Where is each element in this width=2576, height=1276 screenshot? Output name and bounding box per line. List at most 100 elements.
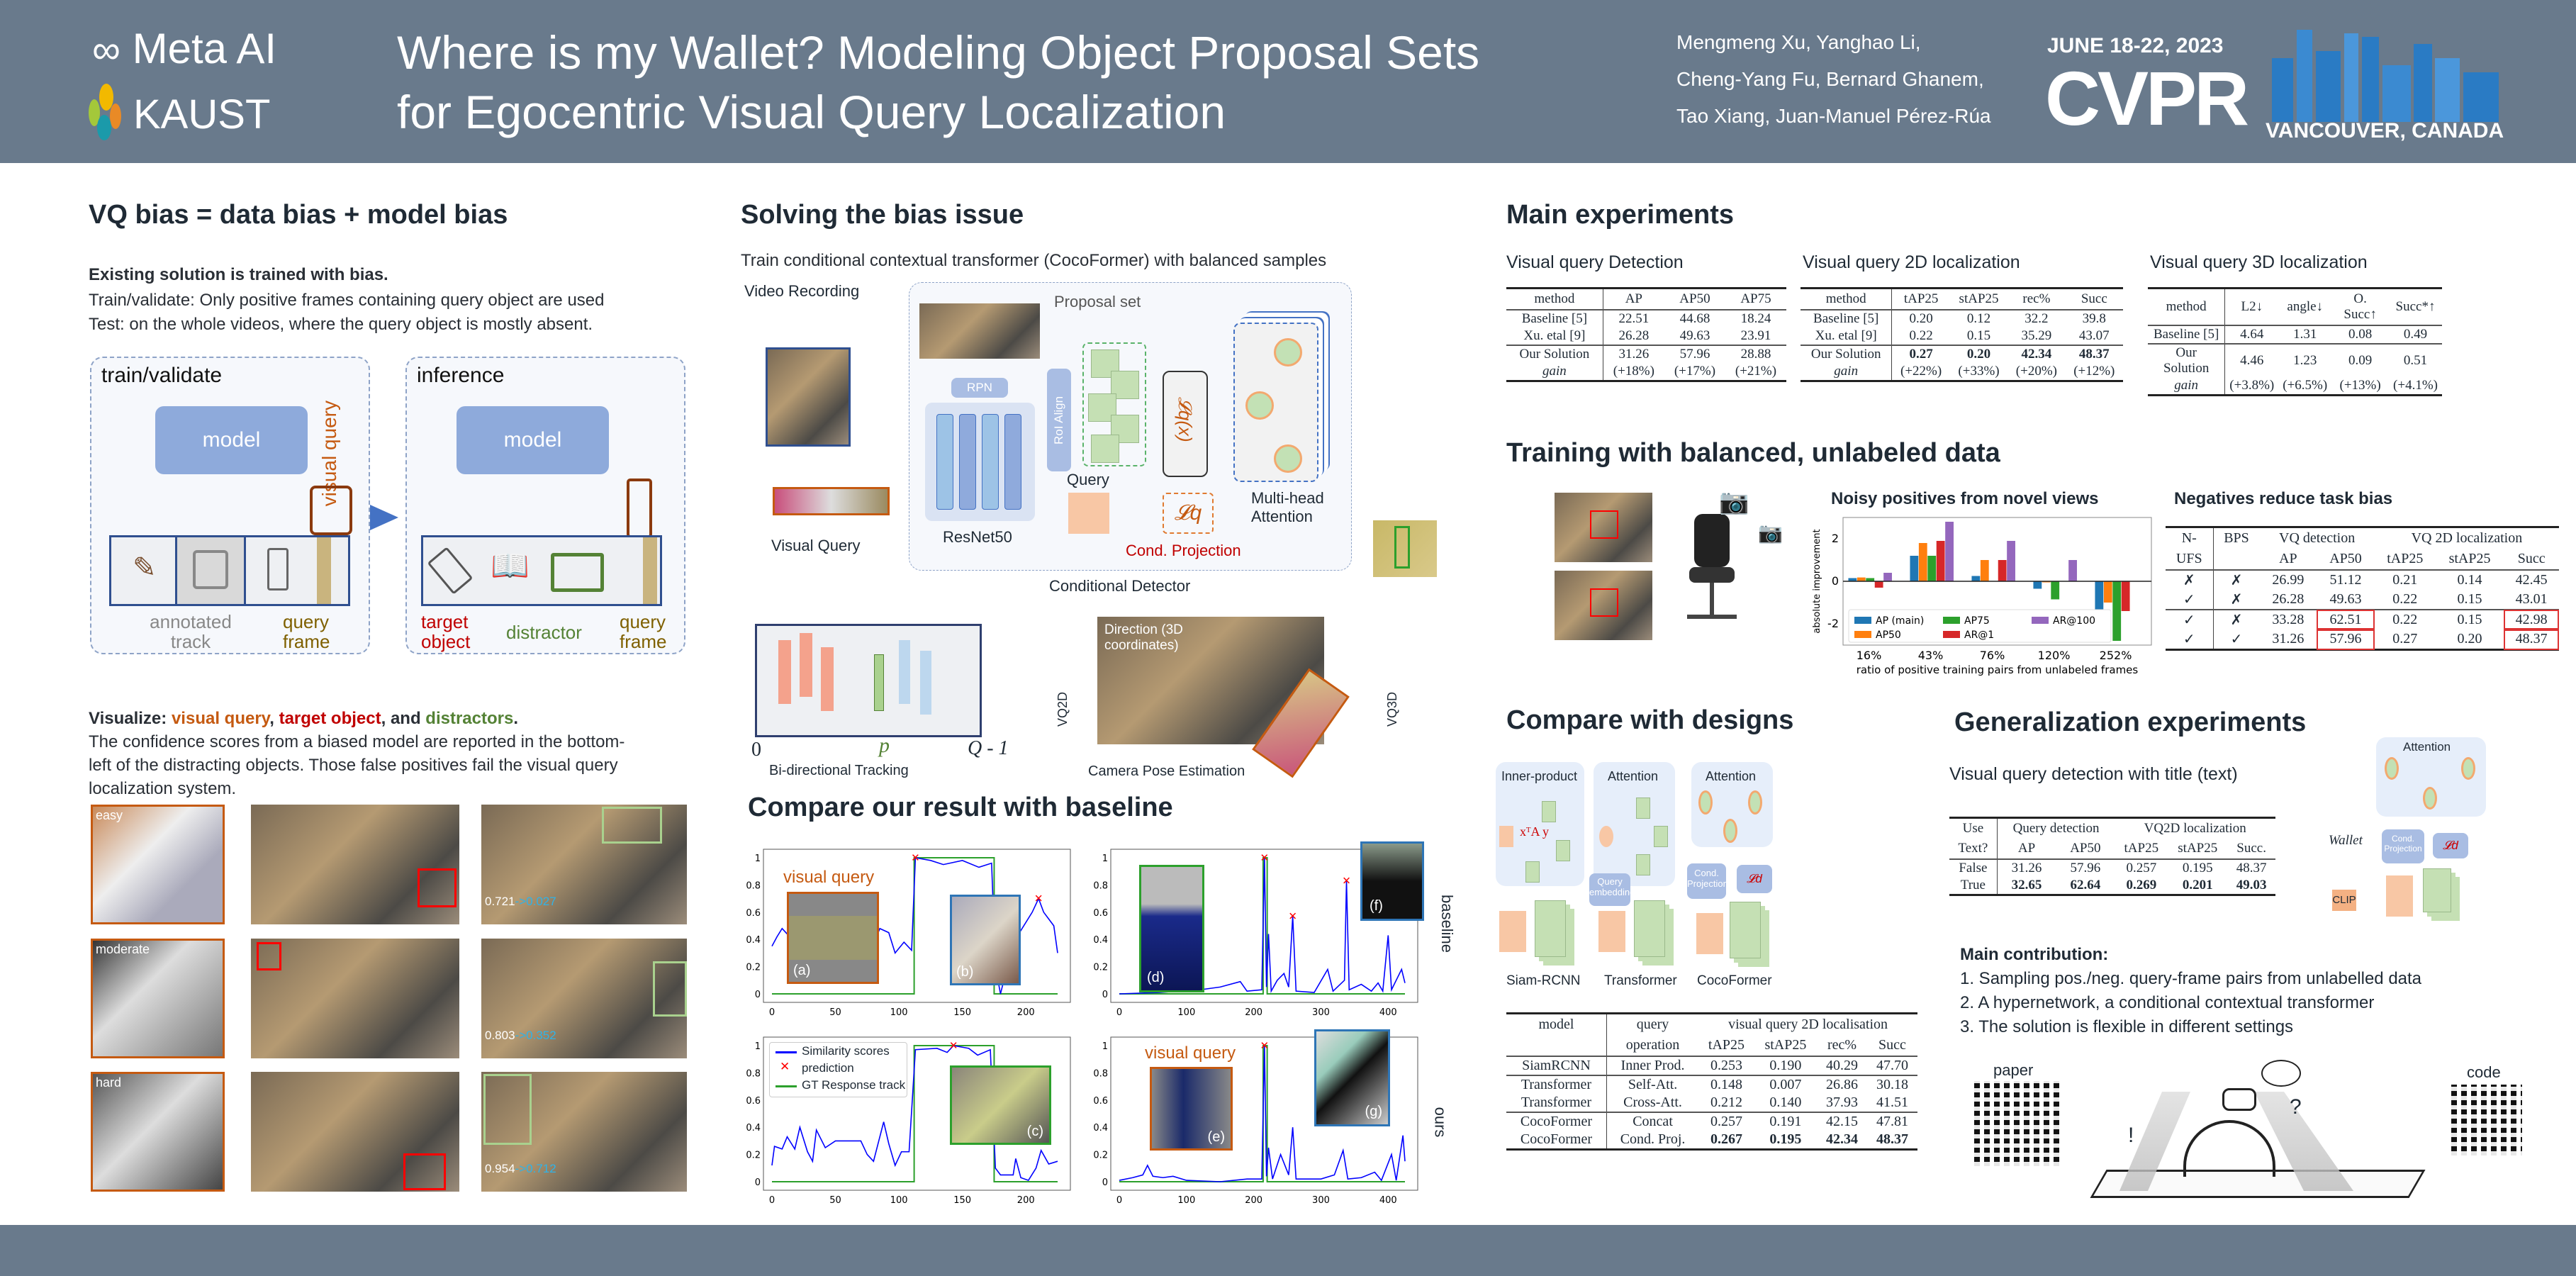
legend-swatch xyxy=(1854,617,1871,624)
table-header: AP50 xyxy=(1664,288,1725,310)
frames-stack-icon xyxy=(1730,902,1761,958)
table-cell: 26.86 xyxy=(1817,1075,1867,1094)
y-tick-label: 0.2 xyxy=(1093,1151,1108,1161)
y-tick-label: 0 xyxy=(1102,990,1108,1000)
table-cell: 47.70 xyxy=(1876,1058,1908,1073)
table-cell: 0.190 xyxy=(1769,1058,1802,1073)
table-cell: ✗ xyxy=(2230,573,2243,588)
table-cell: (+4.1%) xyxy=(2393,378,2438,393)
bar xyxy=(1866,578,1875,581)
table-cell: 18.24 xyxy=(1740,311,1771,326)
table-header: stAP25 xyxy=(2435,549,2504,571)
table-cell: (+33%) xyxy=(1958,364,2000,379)
table-cell: 42.34 xyxy=(2007,345,2066,363)
resnet-backbone xyxy=(925,403,1035,521)
table-cell: 23.91 xyxy=(1740,328,1771,343)
table-cell: 0.20 xyxy=(1909,311,1933,326)
table-cell: ✗ xyxy=(2166,570,2214,590)
prediction-marker: ✕ xyxy=(1260,1040,1270,1052)
resnet-label: ResNet50 xyxy=(943,528,1012,546)
poster-title-line1: Where is my Wallet? Modeling Object Prop… xyxy=(397,26,1480,79)
table-header: method xyxy=(2148,288,2226,326)
y-tick-label: 0.4 xyxy=(1093,935,1108,946)
detection-result-photo xyxy=(1373,520,1437,577)
table-cell: 0.15 xyxy=(2457,591,2482,607)
distractor-box xyxy=(483,1074,532,1145)
inset-label: (c) xyxy=(1026,1124,1043,1139)
target-frame-photo xyxy=(251,1072,459,1192)
bar xyxy=(1945,522,1954,581)
authors-line: Tao Xiang, Juan-Manuel Pérez-Rúa xyxy=(1676,105,1991,127)
inset-label: (f) xyxy=(1370,898,1383,914)
table-cell: 28.88 xyxy=(1725,345,1786,363)
table-cell: ✗ xyxy=(2213,609,2260,629)
y-tick-label: 0 xyxy=(755,990,761,1000)
solving-subtitle: Train conditional contextual transformer… xyxy=(741,251,1327,270)
table-cell: 43.01 xyxy=(2515,591,2548,607)
table-cell: 35.29 xyxy=(2021,328,2052,343)
legend-swatch xyxy=(1943,631,1960,638)
bar xyxy=(2007,541,2015,581)
inset-photo-c: (c) xyxy=(950,1065,1051,1145)
prediction-marker: ✕ xyxy=(911,852,920,864)
inner-product-formula: xᵀA y xyxy=(1520,824,1550,839)
bias-bold-line: Existing solution is trained with bias. xyxy=(89,265,388,284)
paper-label: paper xyxy=(1993,1061,2034,1079)
paper-qr-code[interactable] xyxy=(1974,1081,2059,1166)
table-cell: 1.31 xyxy=(2293,327,2317,342)
lq-x-box: 𝓛q(x) xyxy=(1163,371,1208,477)
code-qr-code[interactable] xyxy=(2451,1085,2522,1155)
distractor-frame-photo: 0.954->0.712 xyxy=(481,1072,687,1192)
roi-align-box: RoI Align xyxy=(1047,369,1071,471)
poster-title-line2: for Egocentric Visual Query Localization xyxy=(397,86,1226,138)
camera-icon: 📷 xyxy=(1758,522,1783,544)
target-box xyxy=(403,1153,446,1190)
proposal-frame-photo xyxy=(919,303,1040,359)
x-tick-label: 100 xyxy=(1177,1195,1195,1206)
legend-label: Similarity scores xyxy=(802,1044,890,1058)
bar xyxy=(1980,560,1989,581)
conf-name: CVPR xyxy=(2045,55,2249,141)
x-axis-label: ratio of positive training pairs from un… xyxy=(1857,664,2139,676)
table-header xyxy=(1506,1035,1607,1057)
wallet-query-icon xyxy=(1696,913,1723,954)
table-cell: 0.257 xyxy=(1698,1112,1754,1131)
table-cell: Concat xyxy=(1606,1112,1699,1131)
bar xyxy=(1971,576,1981,581)
section-title-training: Training with balanced, unlabeled data xyxy=(1506,438,2000,468)
table-cell: gain xyxy=(1506,363,1603,381)
inset-label: (d) xyxy=(1147,970,1165,985)
x-tick-label: 200 xyxy=(1245,1007,1262,1018)
contribution-item: 3. The solution is flexible in different… xyxy=(1960,1017,2294,1036)
legend-cross-icon: ✕ xyxy=(780,1060,790,1073)
y-tick-label: 0 xyxy=(755,1177,761,1188)
table-cell: 43.07 xyxy=(2078,328,2110,343)
table-cell: Our Solution xyxy=(2148,343,2226,377)
table-cell: 4.46 xyxy=(2224,343,2279,377)
distractor-frame-photo: 0.803->0.352 xyxy=(481,939,687,1058)
frames-stack-icon xyxy=(2423,868,2451,912)
table-header: Succ. xyxy=(2227,839,2275,860)
pen-icon: ✎ xyxy=(133,552,157,583)
table-cell: 0.08 xyxy=(2348,327,2373,342)
table-cell: 0.20 xyxy=(1949,345,2008,363)
vancouver-skyline-icon xyxy=(2265,16,2506,122)
prediction-marker: ✕ xyxy=(949,1040,958,1052)
sep: , xyxy=(269,709,279,728)
infinity-icon: ∞ xyxy=(92,27,121,72)
code-label: code xyxy=(2467,1063,2501,1081)
y-tick-label: 0.4 xyxy=(746,1123,761,1134)
distractor-box xyxy=(602,807,662,844)
table-cell: ✓ xyxy=(2166,590,2214,610)
section-title-compare-baseline: Compare our result with baseline xyxy=(748,793,1173,822)
ld-box: 𝓛d xyxy=(2433,833,2468,858)
question-mark: ? xyxy=(2290,1095,2302,1119)
y-tick-label: 0.2 xyxy=(746,963,761,973)
table-cell: 0.257 xyxy=(2126,861,2157,875)
